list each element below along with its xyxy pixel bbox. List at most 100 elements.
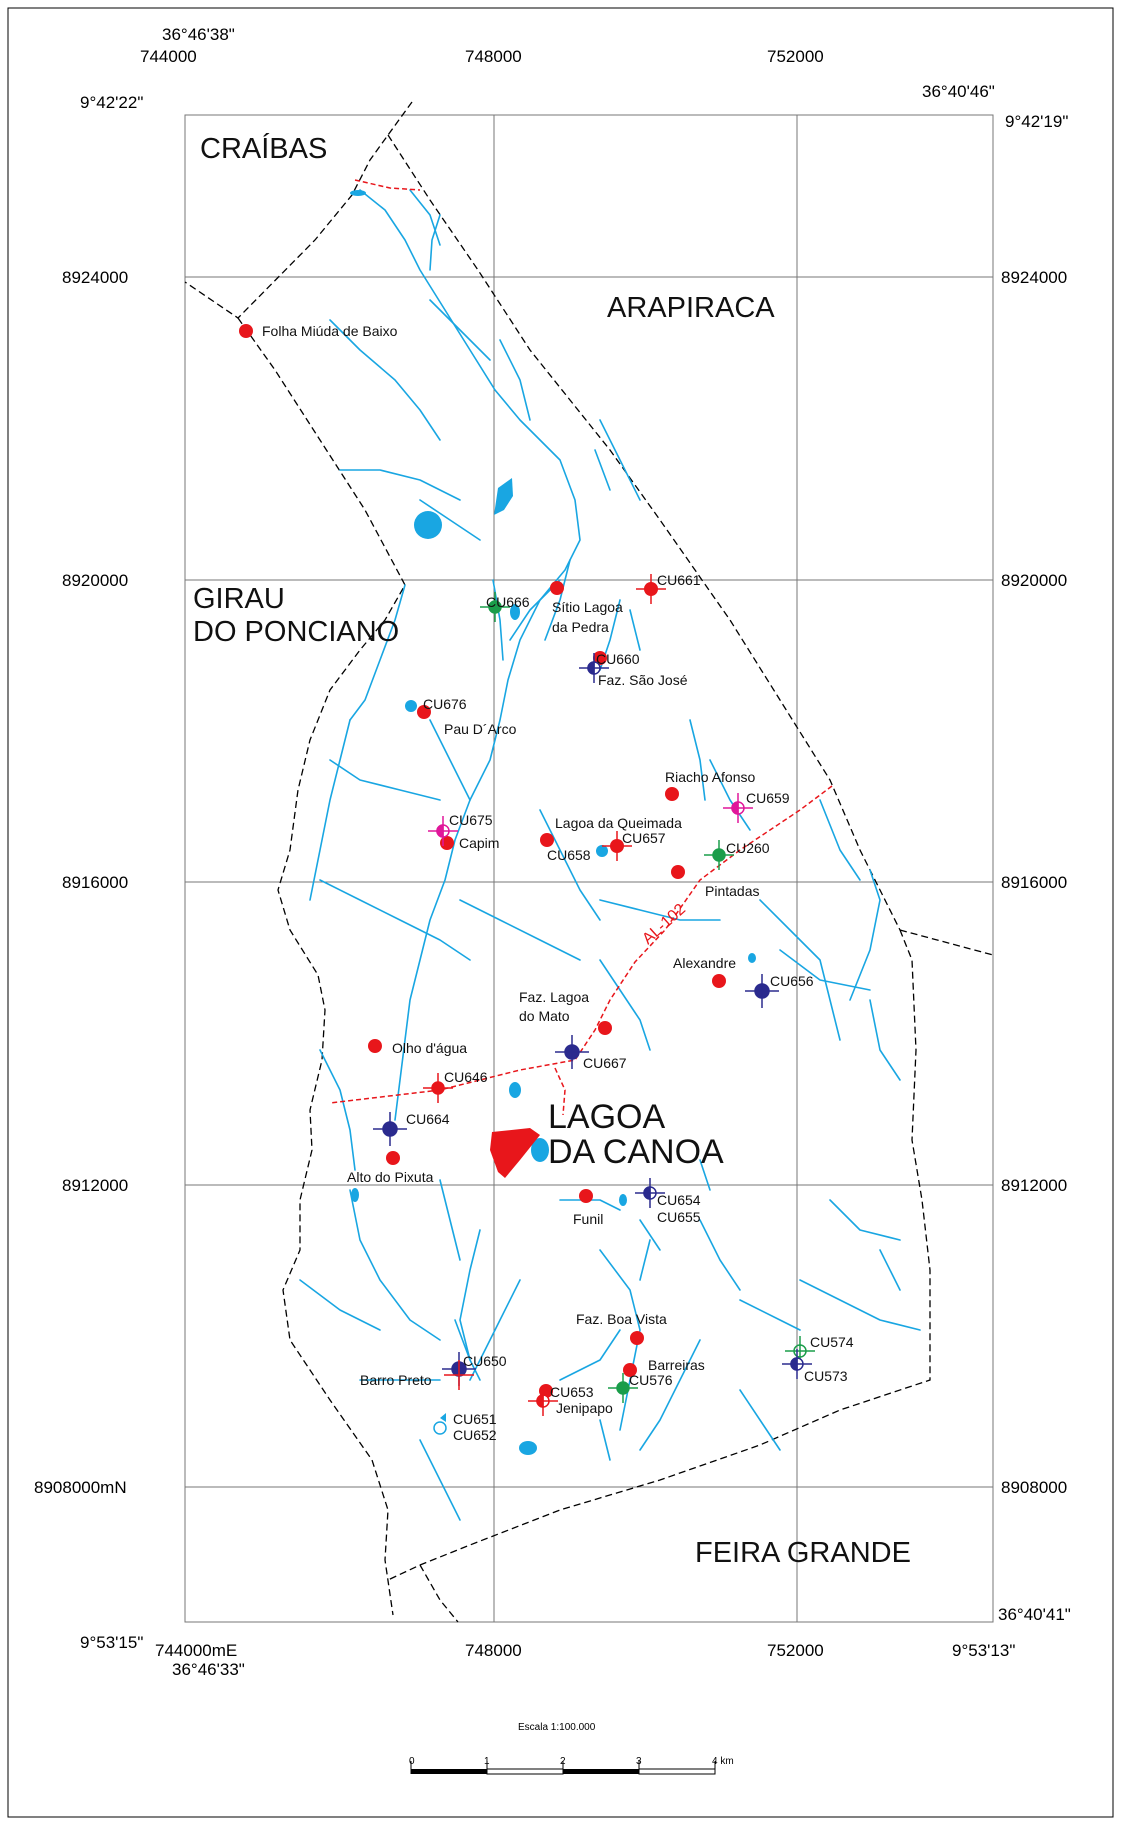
northing-left-4: 8908000mN (34, 1478, 127, 1497)
muni-girau-1: GIRAU (193, 583, 285, 615)
locality-point-lagoa-q (540, 833, 554, 847)
station-label-cu676: CU676 (423, 696, 467, 712)
label-faz-sao-jose: Faz. São José (598, 672, 688, 688)
station-markers (373, 574, 815, 1435)
water-point-cu676 (405, 700, 417, 712)
map-neatline (184, 114, 994, 1623)
station-label-cu655: CU655 (657, 1209, 701, 1225)
northing-right-1: 8920000 (1001, 571, 1067, 590)
locality-point-riacho (665, 787, 679, 801)
label-pau-darco: Pau D´Arco (444, 721, 517, 737)
water-points (405, 700, 608, 857)
scale-bar: Escala 1:100.000 0 1 2 3 4 km (409, 1722, 734, 1775)
coord-tr-lat: 9°42'19" (1005, 112, 1068, 131)
scale-tick-4: 4 km (712, 1756, 734, 1767)
northing-right-0: 8924000 (1001, 268, 1067, 287)
coordinate-labels: 36°46'38" 36°40'46" 9°42'22" 9°42'19" 9°… (34, 25, 1071, 1679)
label-boa-vista: Faz. Boa Vista (576, 1311, 667, 1327)
northing-right-3: 8912000 (1001, 1176, 1067, 1195)
northing-right-2: 8916000 (1001, 873, 1067, 892)
scale-tick-0: 0 (409, 1756, 415, 1767)
muni-lagoa-2: DA CANOA (548, 1133, 724, 1171)
coord-tr-lon: 36°40'46" (922, 82, 995, 101)
water-point-cu658 (596, 845, 608, 857)
label-alexandre: Alexandre (673, 955, 736, 971)
station-label-cu661: CU661 (657, 572, 701, 588)
label-faz-lagoa-2: do Mato (519, 1008, 570, 1024)
place-labels: Folha Miúda de Baixo Sítio Lagoa da Pedr… (262, 323, 759, 1416)
locality-points (239, 324, 726, 1398)
station-label-cu654: CU654 (657, 1192, 701, 1208)
scale-tick-3: 3 (636, 1756, 642, 1767)
northing-left-2: 8916000 (62, 873, 128, 892)
muni-arapiraca: ARAPIRACA (607, 292, 775, 324)
station-label-cu576: CU576 (629, 1372, 673, 1388)
northing-left-0: 8924000 (62, 268, 128, 287)
coord-br-lon: 36°40'41" (998, 1605, 1071, 1624)
muni-craibas: CRAÍBAS (200, 132, 327, 165)
locality-point-folha (239, 324, 253, 338)
station-marker-cu652 (433, 1421, 447, 1435)
station-labels: CU661 CU666 CU660 CU676 CU659 CU675 CU65… (406, 572, 854, 1443)
northing-left-1: 8920000 (62, 571, 128, 590)
scale-label: Escala 1:100.000 (518, 1722, 596, 1733)
station-label-cu646: CU646 (444, 1069, 488, 1085)
station-label-cu650: CU650 (463, 1353, 507, 1369)
label-riacho-afonso: Riacho Afonso (665, 769, 755, 785)
station-label-cu651: CU651 (453, 1411, 497, 1427)
muni-girau-2: DO PONCIANO (193, 616, 399, 648)
easting-top-0: 744000 (140, 47, 197, 66)
scale-tick-2: 2 (560, 1756, 566, 1767)
label-barreiras: Barreiras (648, 1357, 705, 1373)
easting-bottom-1: 748000 (465, 1641, 522, 1660)
northing-left-3: 8912000 (62, 1176, 128, 1195)
station-label-cu652: CU652 (453, 1427, 497, 1443)
label-capim: Capim (459, 835, 499, 851)
scale-tick-1: 1 (484, 1756, 490, 1767)
station-label-cu653: CU653 (550, 1384, 594, 1400)
easting-bottom-2: 752000 (767, 1641, 824, 1660)
label-sitio-2: da Pedra (552, 619, 609, 635)
coord-bl-lat: 9°53'15" (80, 1633, 143, 1652)
coord-br-lat: 9°53'13" (952, 1641, 1015, 1660)
locality-point-barreiras (623, 1363, 637, 1377)
locality-point-faz-sj (593, 651, 607, 665)
locality-point-boa-vista (630, 1331, 644, 1345)
station-label-cu660: CU660 (596, 651, 640, 667)
muni-feira-grande: FEIRA GRANDE (695, 1537, 911, 1569)
station-label-cu659: CU659 (746, 790, 790, 806)
label-lagoa-queimada: Lagoa da Queimada (555, 815, 682, 831)
locality-point-pau (417, 705, 431, 719)
locality-point-funil (579, 1189, 593, 1203)
label-barro-preto: Barro Preto (360, 1372, 432, 1388)
station-label-cu657: CU657 (622, 830, 666, 846)
muni-lagoa-1: LAGOA (548, 1098, 665, 1136)
station-label-cu260: CU260 (726, 840, 770, 856)
label-alto-pixuta: Alto do Pixuta (347, 1169, 434, 1185)
page-frame (7, 7, 1114, 1818)
locality-point-alto (386, 1151, 400, 1165)
label-sitio-1: Sítio Lagoa (552, 599, 623, 615)
municipality-labels: CRAÍBAS ARAPIRACA GIRAU DO PONCIANO FEIR… (193, 132, 911, 1569)
station-label-cu656: CU656 (770, 973, 814, 989)
label-jenipapo: Jenipapo (556, 1400, 613, 1416)
station-label-cu667: CU667 (583, 1055, 627, 1071)
station-label-cu664: CU664 (406, 1111, 450, 1127)
station-label-cu574: CU574 (810, 1334, 854, 1350)
locality-point-pintadas (671, 865, 685, 879)
municipal-boundaries (184, 101, 994, 1623)
station-label-cu658: CU658 (547, 847, 591, 863)
label-funil: Funil (573, 1211, 603, 1227)
lagoa-da-canoa-urban-area (490, 1128, 540, 1178)
northing-right-4: 8908000 (1001, 1478, 1067, 1497)
water-bodies (350, 190, 756, 1455)
locality-point-sitio (550, 581, 564, 595)
road-label-al102: AL-102 (639, 901, 689, 948)
station-marker-cu651 (440, 1413, 446, 1422)
locality-point-faz-lm (598, 1021, 612, 1035)
station-label-cu666: CU666 (486, 594, 530, 610)
locality-point-alexandre (712, 974, 726, 988)
label-folha: Folha Miúda de Baixo (262, 323, 398, 339)
coord-tl-lon: 36°46'38" (162, 25, 235, 44)
